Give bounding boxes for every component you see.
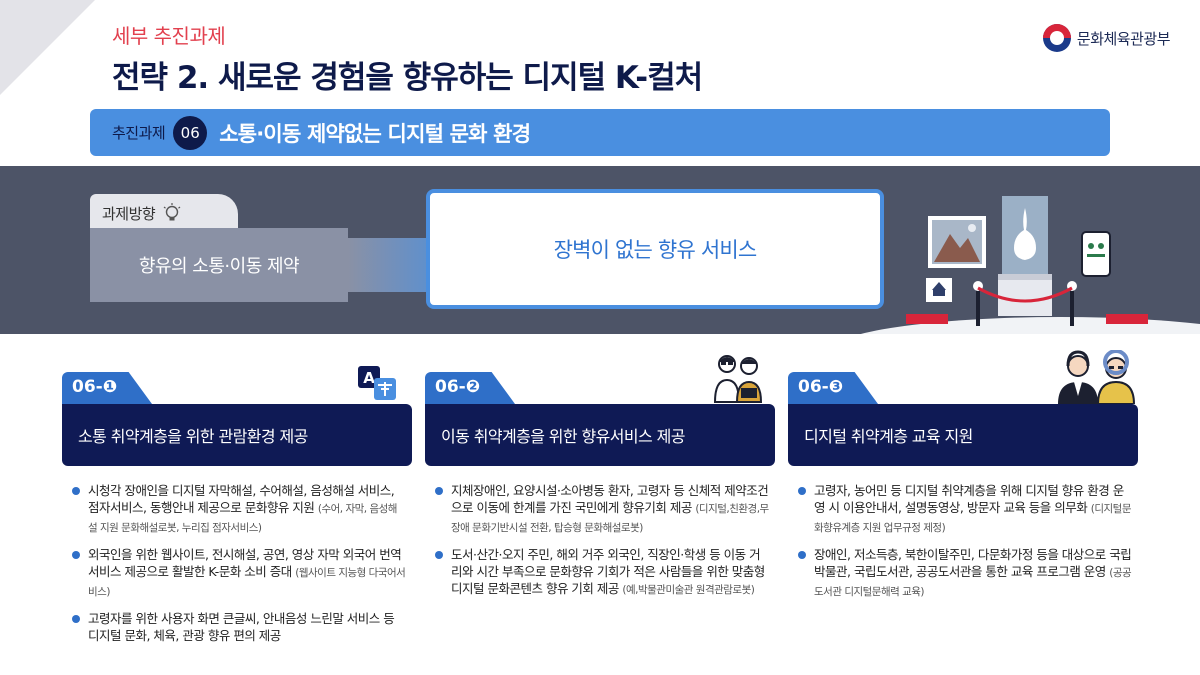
target-state-text: 장벽이 없는 향유 서비스: [553, 238, 758, 262]
direction-tab-label: 과제방향: [102, 204, 156, 223]
list-item: 시청각 장애인을 디지털 자막해설, 수어해설, 음성해설 서비스, 점자서비스…: [72, 482, 406, 537]
target-state-box: 장벽이 없는 향유 서비스: [426, 189, 884, 309]
subtask-heading-text: 이동 취약계층을 위한 향유서비스 제공: [441, 427, 685, 446]
people-icon: [713, 355, 763, 403]
subtask-bullet-list: 시청각 장애인을 디지털 자막해설, 수어해설, 음성해설 서비스, 점자서비스…: [62, 482, 412, 646]
subtask-heading-text: 소통 취약계층을 위한 관람환경 제공: [78, 427, 308, 446]
subtask-column-1: 06-❶ A 소통 취약계층을 위한 관람환경 제공 시청각 장애인을 디지털 …: [62, 366, 412, 655]
list-item: 고령자, 농어민 등 디지털 취약계층을 위해 디지털 향유 환경 운영 시 이…: [798, 482, 1132, 537]
subtask-column-2: 06-❷ 이동 취약계층을 위한 향유서비스 제공 지체장애인, 요양시설·소아…: [425, 355, 775, 608]
page-title: 전략 2. 새로운 경험을 향유하는 디지털 K-컬처: [112, 60, 703, 96]
svg-text:A: A: [363, 369, 375, 387]
task-title: 소통·이동 제약없는 디지털 문화 환경: [219, 121, 531, 146]
list-item: 외국인을 위한 웹사이트, 전시해설, 공연, 영상 자막 외국어 번역서비스 …: [72, 546, 406, 601]
task-label: 추진과제: [112, 124, 166, 142]
list-item: 고령자를 위한 사용자 화면 큰글씨, 안내음성 느린말 서비스 등 디지털 문…: [72, 610, 406, 646]
lightbulb-icon: [163, 203, 181, 221]
elderly-couple-icon: [1058, 350, 1136, 404]
section-eyebrow: 세부 추진과제: [112, 24, 226, 48]
subtask-column-3: 06-❸ 디지털 취약계층 교육 지원 고령자, 농어민 등 디지털 취약계층을…: [788, 350, 1138, 610]
direction-band: 과제방향 향유의 소통·이동 제약 장벽이 없는 향유 서비스: [0, 166, 1200, 334]
list-item: 지체장애인, 요양시설·소아병동 환자, 고령자 등 신체적 제약조건으로 이동…: [435, 482, 769, 537]
subtask-tab: 06-❸: [788, 372, 878, 404]
subtask-heading: 디지털 취약계층 교육 지원: [788, 404, 1138, 466]
list-item: 장애인, 저소득층, 북한이탈주민, 다문화가정 등을 대상으로 국립박물관, …: [798, 546, 1132, 601]
corner-decoration: [0, 0, 95, 95]
current-state-box: 향유의 소통·이동 제약: [90, 228, 348, 302]
ministry-logo: 문화체육관광부: [1042, 24, 1171, 52]
direction-tab: 과제방향: [90, 194, 238, 232]
subtask-heading: 이동 취약계층을 위한 향유서비스 제공: [425, 404, 775, 466]
subtask-heading-text: 디지털 취약계층 교육 지원: [804, 427, 973, 446]
translate-icon: A: [358, 366, 396, 400]
museum-illustration-icon: [860, 196, 1200, 334]
subtask-bullet-list: 지체장애인, 요양시설·소아병동 환자, 고령자 등 신체적 제약조건으로 이동…: [425, 482, 775, 599]
list-item: 도서·산간·오지 주민, 해외 거주 외국인, 직장인·학생 등 이동 거리와 …: [435, 546, 769, 599]
task-number-badge: 06: [173, 115, 208, 150]
taegeuk-icon: [1042, 24, 1071, 52]
subtask-bullet-list: 고령자, 농어민 등 디지털 취약계층을 위해 디지털 향유 환경 운영 시 이…: [788, 482, 1138, 601]
subtask-heading: 소통 취약계층을 위한 관람환경 제공: [62, 404, 412, 466]
subtask-tab: 06-❷: [425, 372, 515, 404]
subtask-number: 06-❸: [798, 377, 844, 397]
task-banner: 추진과제 06 소통·이동 제약없는 디지털 문화 환경: [90, 109, 1110, 156]
subtask-tab: 06-❶: [62, 372, 152, 404]
subtask-number: 06-❶: [72, 377, 118, 397]
subtask-number: 06-❷: [435, 377, 481, 397]
current-state-text: 향유의 소통·이동 제약: [138, 256, 300, 277]
ministry-name: 문화체육관광부: [1076, 29, 1171, 48]
